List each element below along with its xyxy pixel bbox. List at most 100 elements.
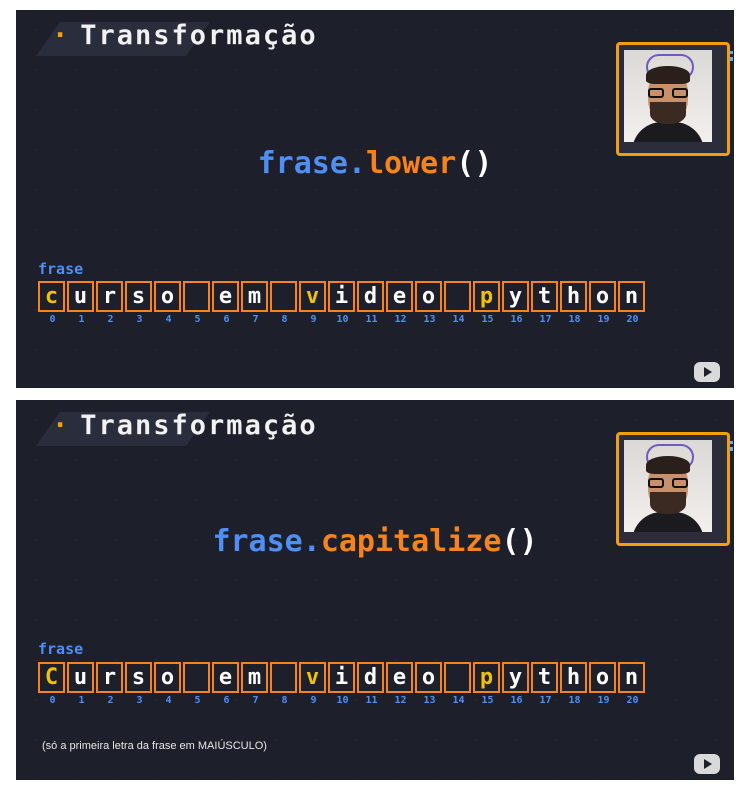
youtube-play-icon[interactable] [694,362,720,382]
char-cell: c [38,281,65,312]
char-cell: o [589,281,616,312]
char-cell: o [589,662,616,693]
video-frame-capitalize: ·Transformação frase.capitalize() frase … [16,400,734,780]
youtube-play-icon[interactable] [694,754,720,774]
char-cell: o [154,281,181,312]
index-label: 9 [310,695,317,706]
code-expression: frase.lower() [16,146,734,181]
index-label: 6 [223,314,230,325]
char-cell: o [415,662,442,693]
index-label: 9 [310,314,317,325]
index-label: 20 [626,314,639,325]
char-cell: e [386,281,413,312]
index-label: 14 [452,695,465,706]
index-label: 15 [481,314,494,325]
char-cell: C [38,662,65,693]
background-grid [16,10,734,388]
index-label: 4 [165,695,172,706]
index-label: 14 [452,314,465,325]
char-cell: e [212,281,239,312]
presenter-glasses [648,478,688,488]
char-cell: s [125,662,152,693]
space-cell [270,281,297,312]
index-label: 1 [78,695,85,706]
presenter-beard [650,492,686,514]
index-label: 0 [49,695,56,706]
index-label: 6 [223,695,230,706]
char-cell: o [415,281,442,312]
index-label: 11 [365,314,378,325]
slide-title-text: Transformação [80,410,318,441]
index-label: 0 [49,314,56,325]
index-label: 7 [252,314,259,325]
code-object: frase [212,524,303,559]
char-cell: r [96,662,123,693]
index-label: 10 [336,314,349,325]
index-label: 19 [597,314,610,325]
index-label: 8 [281,314,288,325]
presenter-glasses [648,88,688,98]
char-cell: u [67,662,94,693]
code-dot: . [302,524,321,559]
char-cell: y [502,662,529,693]
presenter-photo [624,50,712,142]
char-cell: i [328,281,355,312]
index-label: 7 [252,695,259,706]
slide-title-text: Transformação [80,20,318,51]
char-cell: t [531,662,558,693]
char-cell: d [357,281,384,312]
index-label: 12 [394,695,407,706]
bullet-icon: · [52,410,71,441]
index-label: 16 [510,314,523,325]
space-cell [444,662,471,693]
index-label: 18 [568,314,581,325]
bullet-icon: · [52,20,71,51]
char-cell: i [328,662,355,693]
char-cell: m [241,281,268,312]
char-cell: o [154,662,181,693]
index-label: 10 [336,695,349,706]
index-label: 1 [78,314,85,325]
code-method: capitalize [320,524,502,559]
index-label: 15 [481,695,494,706]
presenter-beard [650,102,686,124]
slide-title: · Transformação [52,20,318,51]
code-object: frase [257,146,348,181]
space-cell [183,662,210,693]
presenter-hair [646,456,690,474]
char-cell: h [560,281,587,312]
space-cell [270,662,297,693]
char-cell: r [96,281,123,312]
space-cell [444,281,471,312]
index-label: 13 [423,695,436,706]
space-cell [183,281,210,312]
webcam-overlay [616,432,733,546]
index-label: 17 [539,695,552,706]
char-cell: v [299,662,326,693]
index-label: 20 [626,695,639,706]
char-cell: m [241,662,268,693]
char-cell: n [618,662,645,693]
char-cell: p [473,281,500,312]
presenter-hair [646,66,690,84]
index-label: 3 [136,314,143,325]
index-label: 5 [194,695,201,706]
presenter-photo [624,440,712,532]
char-cell: p [473,662,500,693]
index-label: 16 [510,695,523,706]
index-label: 19 [597,695,610,706]
char-cell: y [502,281,529,312]
char-cell: e [212,662,239,693]
char-cell: u [67,281,94,312]
char-cell: h [560,662,587,693]
char-cell: t [531,281,558,312]
char-cell: s [125,281,152,312]
index-label: 8 [281,695,288,706]
char-cell: e [386,662,413,693]
index-label: 5 [194,314,201,325]
background-grid [16,400,734,780]
index-label: 17 [539,314,552,325]
